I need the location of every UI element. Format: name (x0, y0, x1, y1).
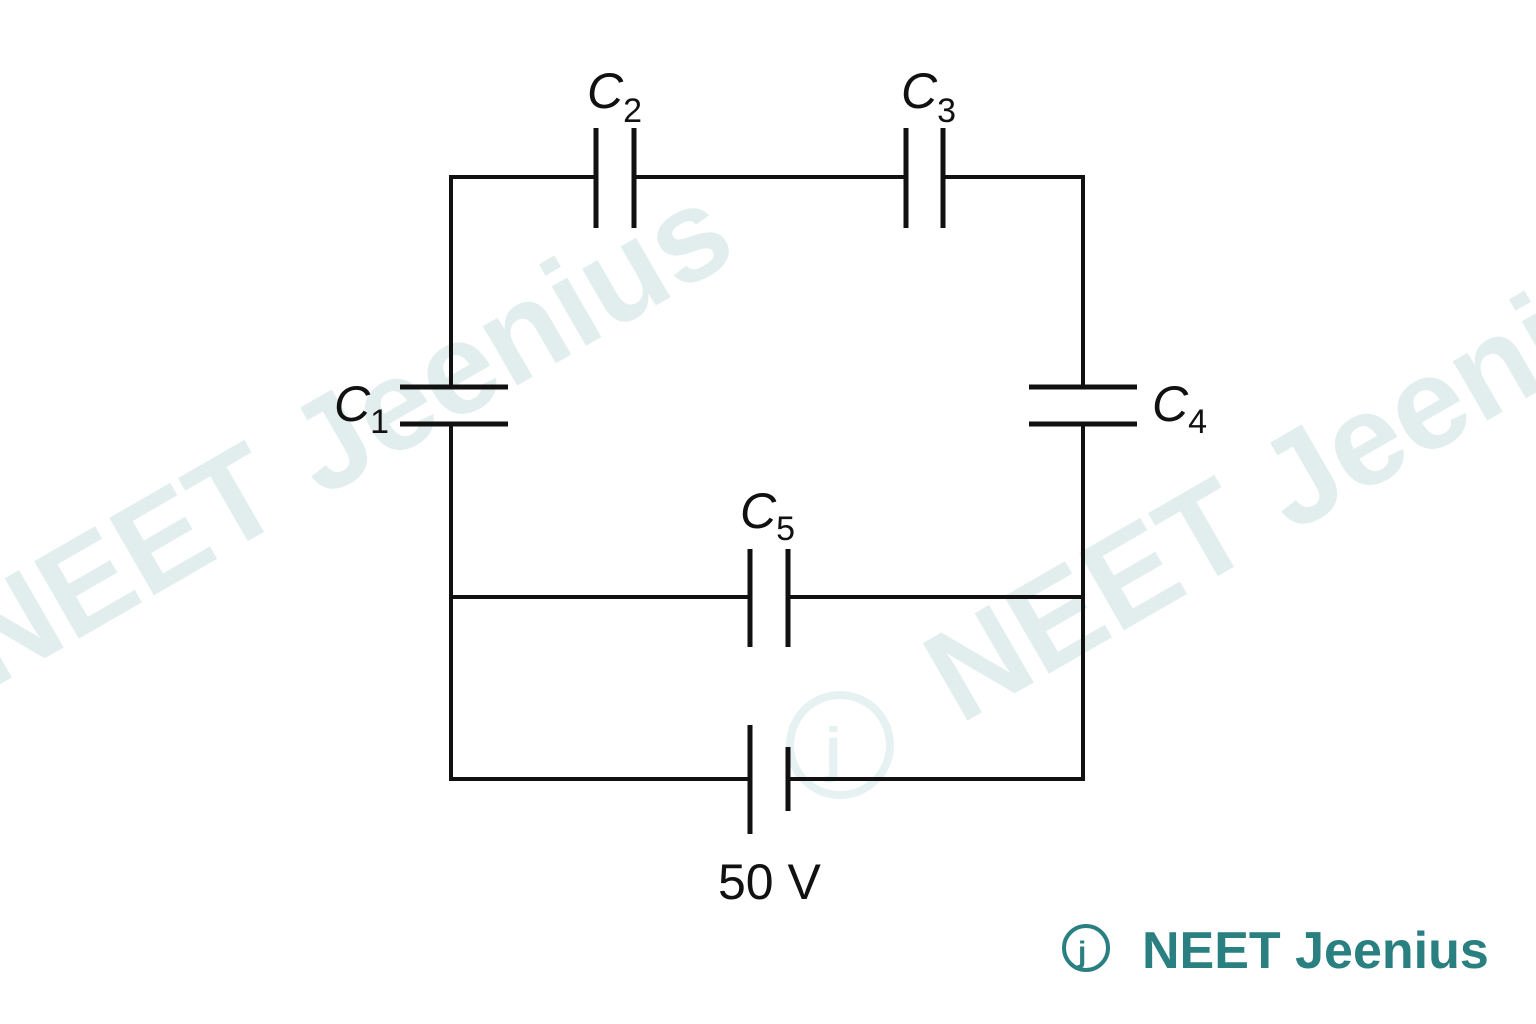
wire-top-right (942, 175, 1085, 388)
wires (449, 175, 1085, 781)
label-c2: C2 (587, 63, 642, 130)
capacitor-c1 (400, 384, 508, 427)
brand-text: NEET Jeenius (1142, 922, 1489, 980)
label-c5: C5 (740, 483, 795, 548)
brand-logo-icon: j (1062, 924, 1110, 972)
capacitor-c2 (593, 128, 637, 228)
battery (747, 725, 791, 834)
watermark-logo-icon: j (786, 691, 894, 799)
label-battery-voltage: 50 V (718, 854, 822, 910)
watermark: NEET Jeenius NEET Jeenius j (0, 154, 1536, 799)
label-c3: C3 (901, 63, 956, 130)
wire-top-left (449, 175, 598, 388)
label-c1: C1 (334, 376, 389, 441)
watermark-text-right: NEET Jeenius (901, 189, 1536, 749)
capacitor-c3 (903, 128, 946, 228)
label-c4: C4 (1152, 376, 1207, 441)
svg-text:j: j (1077, 936, 1086, 969)
svg-text:j: j (824, 716, 842, 783)
capacitor-c5 (747, 549, 791, 647)
brand-logo: j NEET Jeenius (1062, 922, 1489, 980)
capacitor-c4 (1029, 384, 1137, 427)
